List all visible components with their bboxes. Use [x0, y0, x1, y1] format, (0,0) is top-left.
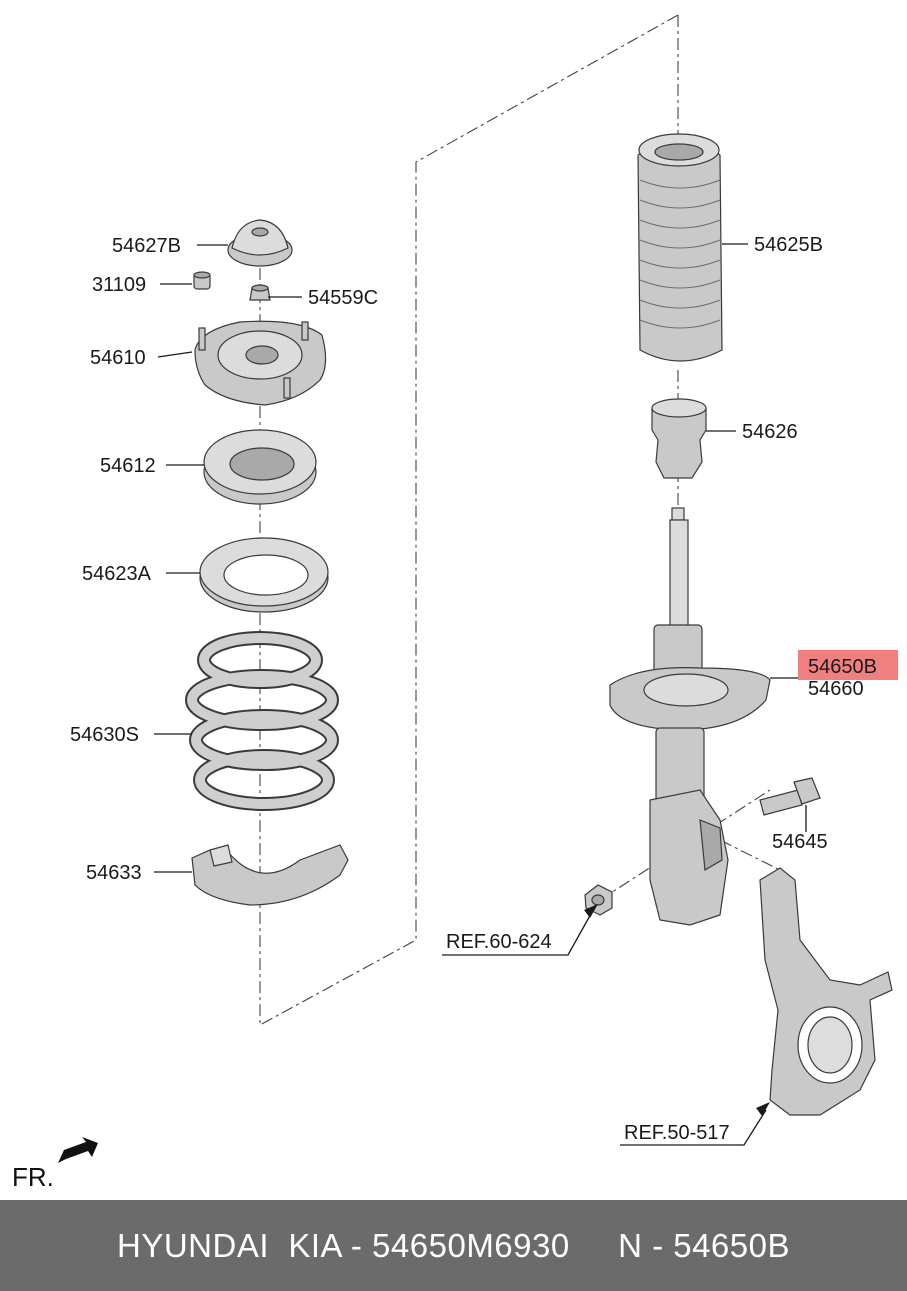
part-31109-nut [193, 271, 211, 290]
part-54625b-bellows [637, 133, 723, 362]
part-54626-bumpstop [651, 398, 707, 479]
label-54623a: 54623A [82, 563, 152, 585]
label-54660: 54660 [808, 678, 864, 700]
label-54610: 54610 [90, 347, 146, 369]
part-54650b-strut [609, 507, 771, 926]
part-54633-lower-seat [191, 844, 349, 906]
part-54645-bolt [759, 777, 821, 816]
label-54627b: 54627B [112, 235, 181, 257]
footer-bar: HYUNDAI KIA - 54650M6930 N - 54650B [0, 1200, 907, 1291]
part-54627b-cap [227, 219, 293, 267]
label-54612: 54612 [100, 455, 156, 477]
front-direction-indicator: FR. [12, 1137, 98, 1192]
label-ref-50-517: REF.50-517 [624, 1122, 730, 1144]
label-ref-60-624: REF.60-624 [446, 931, 552, 953]
label-54625b: 54625B [754, 234, 823, 256]
part-ref-50-517-knuckle [759, 867, 893, 1116]
label-54645: 54645 [772, 831, 828, 853]
part-54559c-nut [249, 284, 271, 301]
label-54626: 54626 [742, 421, 798, 443]
footer-ref-number: N - 54650B [618, 1226, 790, 1264]
leader-lines [154, 243, 807, 1146]
footer-spacer [570, 1227, 618, 1265]
front-label: FR. [12, 1162, 54, 1192]
part-54612-bearing [203, 429, 317, 505]
footer-brand-part-number: HYUNDAI KIA - 54650M6930 [117, 1226, 570, 1264]
front-arrow-icon [58, 1137, 98, 1163]
part-54623a-seat [199, 537, 329, 613]
label-54633: 54633 [86, 862, 142, 884]
label-54650b: 54650B [808, 656, 877, 678]
label-31109: 31109 [92, 274, 146, 296]
highlight-box [798, 650, 898, 680]
parts-diagram: 54627B 31109 54559C 54610 54612 54623A 5… [12, 14, 898, 1192]
label-54630s: 54630S [70, 724, 139, 746]
label-54559c: 54559C [308, 287, 378, 309]
part-54610-mount [194, 320, 327, 406]
